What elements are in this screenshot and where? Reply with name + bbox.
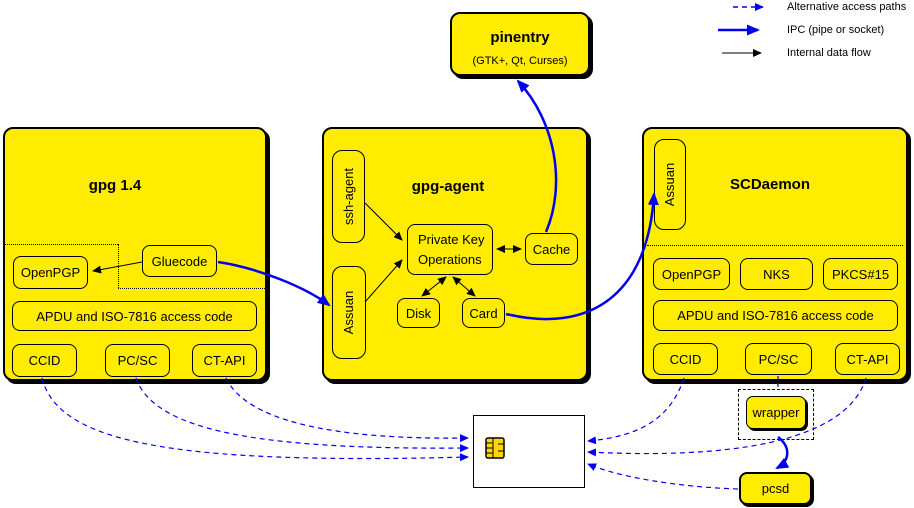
alt-gpg14-pcsc-to-card [135,377,469,453]
scdaemon-nks-label: NKS [763,266,790,282]
gpg14-pcsc-node: PC/SC [105,344,170,377]
pinentry-box [450,12,590,76]
scdaemon-ccid-label: CCID [669,351,702,367]
gpg14-pcsc-label: PC/SC [117,353,158,368]
gpg14-openpgp-node: OpenPGP [13,256,88,289]
card-node: Card [462,298,505,328]
pinentry-title: pinentry [490,29,550,46]
pinentry-subtitle: (GTK+, Qt, Curses) [472,55,568,67]
gpg14-box [3,127,267,381]
gpg14-apdu-node: APDU and ISO-7816 access code [12,301,257,331]
scdaemon-partition [647,245,903,246]
gpg-agent-assuan-label: Assuan [341,290,357,335]
gpg14-gluecode-label: Gluecode [151,253,208,269]
gpg14-ccid-node: CCID [12,344,77,377]
gpg14-title: gpg 1.4 [88,177,142,194]
ipc-wrapper-to-pcsd [775,436,790,470]
gpg14-gluecode-node: Gluecode [142,245,217,277]
gpg-agent-assuan-node: Assuan [332,266,366,359]
scdaemon-apdu-label: APDU and ISO-7816 access code [677,308,874,323]
scdaemon-openpgp-label: OpenPGP [661,266,722,282]
pcsd-node: pcsd [739,472,812,505]
disk-label: Disk [405,305,432,321]
scdaemon-assuan-label: Assuan [662,162,678,207]
scdaemon-ctapi-label: CT-API [846,351,889,367]
gpg-agent-ssh-agent-node: ssh-agent [332,150,365,243]
pcsd-label: pcsd [761,481,790,496]
scdaemon-title: SCDaemon [729,176,811,193]
gpg14-partition-side [118,244,119,288]
scdaemon-ctapi-node: CT-API [835,343,900,375]
legend-label-ipc: IPC (pipe or socket) [787,24,885,36]
scdaemon-assuan-node: Assuan [654,139,686,230]
cache-node: Cache [525,233,578,265]
scdaemon-pkcs15-label: PKCS#15 [831,266,890,282]
gpg-agent-title: gpg-agent [411,178,485,195]
chip-icon [485,437,505,459]
legend-label-alternative: Alternative access paths [787,1,907,13]
card-label: Card [469,305,498,321]
private-key-operations-node: Private Key Operations [407,224,493,275]
cache-label: Cache [532,241,571,257]
pko-label-line2: Operations [418,251,482,267]
gpg14-ccid-label: CCID [28,353,61,368]
gpg14-partition-bottom [118,288,265,289]
alt-pcsd-to-card [587,463,739,490]
gpg14-openpgp-label: OpenPGP [20,265,81,280]
gpg14-ctapi-label: CT-API [203,353,246,368]
alt-scdaemon-ctapi-to-card [587,377,867,457]
wrapper-node: wrapper [746,396,806,429]
scdaemon-ccid-node: CCID [653,343,718,375]
scdaemon-pkcs15-node: PKCS#15 [823,258,898,290]
scdaemon-pcsc-node: PC/SC [745,343,812,375]
alt-scdaemon-ccid-to-card [587,377,685,445]
scdaemon-openpgp-node: OpenPGP [653,258,730,290]
alt-gpg14-ccid-to-card [41,377,469,462]
legend-label-internal: Internal data flow [787,47,871,59]
scdaemon-nks-node: NKS [740,258,813,290]
gpg14-partition-top [5,244,118,245]
scdaemon-pcsc-label: PC/SC [758,351,799,367]
smartcard [473,415,585,488]
gpg14-apdu-label: APDU and ISO-7816 access code [36,308,233,324]
scdaemon-apdu-node: APDU and ISO-7816 access code [653,300,898,331]
pko-label-line1: Private Key [418,231,485,247]
ssh-agent-label: ssh-agent [341,167,356,226]
gpg14-ctapi-node: CT-API [192,344,257,377]
disk-node: Disk [397,298,440,328]
alt-gpg14-ctapi-to-card [225,377,469,443]
wrapper-label: wrapper [752,405,800,420]
